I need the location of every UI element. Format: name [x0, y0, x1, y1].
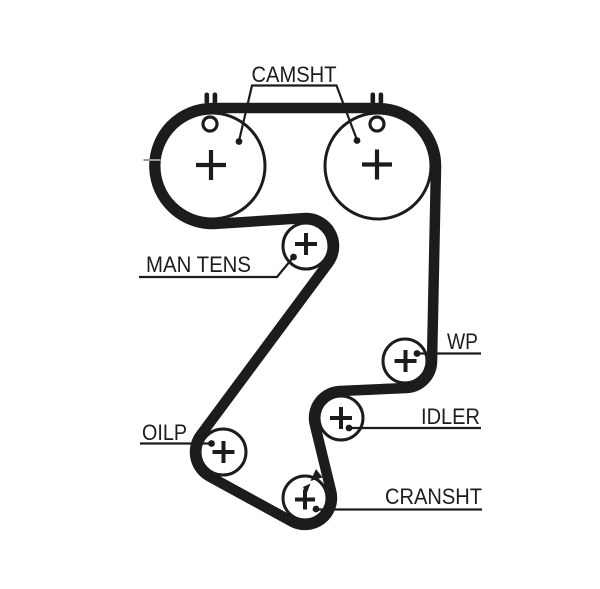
label-group-cransht: CRANSHT	[312, 484, 482, 513]
leader-camsht	[237, 84, 359, 142]
leader-dot-camsht-left	[235, 138, 243, 145]
arrow-up-right-icon	[303, 483, 311, 494]
leader-dot-camsht-right	[353, 137, 361, 144]
label-group-man-tens: MAN TENS	[139, 252, 297, 279]
center-cross-idler-icon	[330, 407, 352, 429]
label-group-wp: WP	[413, 329, 481, 357]
small-pulley-crosses	[212, 233, 417, 510]
label-wp: WP	[447, 329, 478, 354]
timing-mark-ii-right-icon	[370, 92, 384, 104]
leader-dot-wp	[413, 350, 421, 357]
arrow-down-left-icon	[310, 469, 323, 481]
camshaft-right-details	[362, 92, 392, 180]
alignment-hole-left-icon	[201, 115, 219, 133]
center-cross-crankshaft-icon	[295, 489, 315, 510]
label-cransht: CRANSHT	[385, 484, 482, 509]
label-oilp: OILP	[142, 420, 187, 445]
camshaft-left-details	[196, 92, 226, 180]
label-group-camsht: CAMSHT	[235, 62, 361, 145]
center-cross-camshaft-right-icon	[362, 149, 392, 180]
label-idler: IDLER	[421, 404, 480, 429]
label-man-tens: MAN TENS	[146, 252, 251, 277]
leader-dot-oilp	[208, 440, 215, 447]
crankshaft-alignment-arrows-icon	[303, 469, 323, 494]
leader-dot-idler	[345, 424, 353, 432]
timing-belt-path	[149, 102, 442, 531]
alignment-hole-right-icon	[368, 115, 386, 133]
leader-dot-man-tens	[290, 253, 297, 261]
label-group-oilp: OILP	[140, 420, 215, 447]
center-cross-oil-pump-icon	[212, 441, 235, 463]
center-cross-camshaft-left-icon	[196, 150, 226, 180]
timing-mark-ii-left-icon	[204, 92, 218, 104]
leader-man-tens	[139, 256, 294, 279]
label-camsht: CAMSHT	[252, 62, 337, 87]
center-cross-manual-tensioner-icon	[295, 233, 317, 255]
center-cross-water-pump-icon	[394, 350, 417, 372]
label-group-idler: IDLER	[345, 404, 481, 432]
leader-dot-cransht	[312, 505, 320, 513]
